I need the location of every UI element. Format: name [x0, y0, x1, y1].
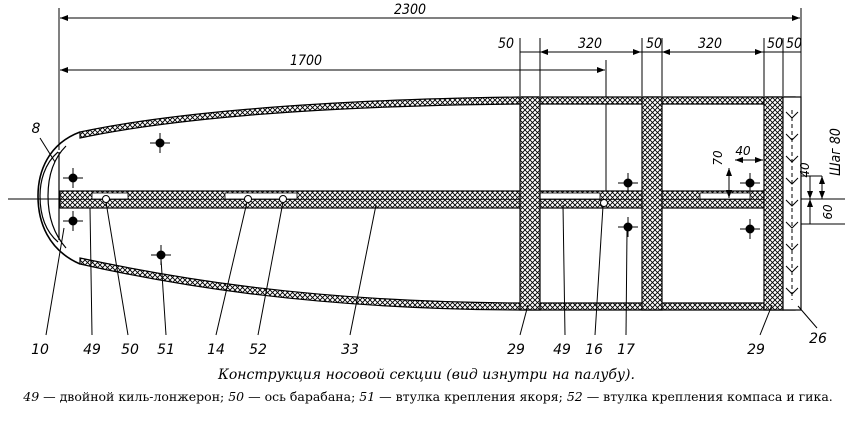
dim-segment-b: 320: [578, 36, 602, 52]
bushing-marks: [8, 133, 760, 265]
dim-overall-length: 2300: [394, 2, 426, 18]
legend-num-51: 51: [359, 389, 376, 404]
legend-num-50: 50: [228, 389, 245, 404]
dim-segment-e: 50: [767, 36, 783, 52]
callout-8: 8: [32, 121, 41, 137]
callout-16: 16: [585, 342, 603, 358]
legend-text-50: — ось барабана;: [244, 389, 360, 404]
local-dimensions: [726, 157, 845, 225]
callout-49-right: 49: [553, 342, 571, 358]
legend-text-52: — втулка крепления компаса и гика.: [582, 389, 833, 404]
callout-52: 52: [249, 342, 267, 358]
callout-26: 26: [809, 331, 827, 347]
legend-text-51: — втулка крепления якоря;: [375, 389, 567, 404]
callout-33: 33: [341, 342, 359, 358]
dim-segment-d: 320: [698, 36, 722, 52]
figure-caption-legend: 49 — двойной киль-лонжерон; 50 — ось бар…: [8, 388, 848, 406]
dim-vert-70: 70: [711, 150, 725, 166]
dimension-lines: [58, 8, 802, 205]
dim-bow-length: 1700: [290, 53, 322, 69]
dim-segment-f: 50: [786, 36, 802, 52]
callout-49-left: 49: [83, 342, 101, 358]
end-plate-bolts: [785, 110, 799, 300]
callout-50: 50: [121, 342, 139, 358]
callout-14: 14: [207, 342, 225, 358]
dim-vert-60: 60: [821, 204, 835, 220]
callout-51: 51: [157, 342, 175, 358]
callout-29-right: 29: [747, 342, 765, 358]
dim-segment-c: 50: [646, 36, 662, 52]
dim-horiz-40: 40: [735, 144, 751, 158]
callout-10: 10: [31, 342, 49, 358]
dim-pitch: Шаг 80: [828, 128, 844, 176]
dim-vert-40: 40: [798, 162, 812, 178]
legend-num-49: 49: [23, 389, 40, 404]
legend-num-52: 52: [566, 389, 583, 404]
dim-segment-a: 50: [498, 36, 514, 52]
bow-section-drawing: 2300 1700 50 320 50 320 50 50 Шаг 80 70 …: [8, 2, 845, 358]
legend-text-49: — двойной киль-лонжерон;: [39, 389, 229, 404]
figure-caption-title: Конструкция носовой секции (вид изнутри …: [218, 367, 635, 383]
callout-29-left: 29: [507, 342, 525, 358]
leader-lines: [39, 137, 818, 336]
callout-17: 17: [617, 342, 635, 358]
keel-spar: [59, 190, 796, 209]
